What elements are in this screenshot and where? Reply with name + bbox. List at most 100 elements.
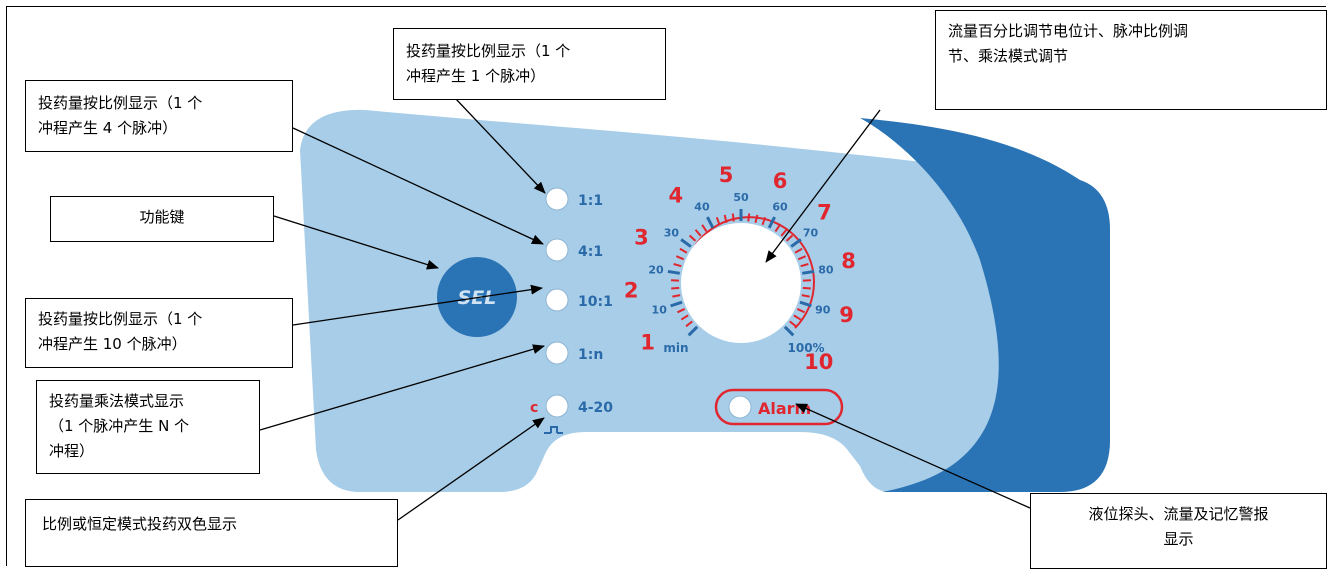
dial-minor-tick [675,255,685,261]
callout-10-1-text: 投药量按比例显示（1 个 冲程产生 10 个脉冲） [38,310,203,353]
dial-minor-tick [701,224,708,233]
led-1-1: 1:1 [545,187,603,211]
dial-ticks [667,209,815,337]
dial-inner-label: 60 [772,200,788,213]
dial-inner-label: 90 [815,304,831,317]
dial-outer-label: 4 [669,183,684,207]
led-4-20-label: 4-20 [578,400,613,416]
dial-major-tick [687,325,699,337]
dial-minor-tick [754,214,759,223]
arrow-4-20 [397,417,545,521]
arrow-sel [273,215,439,270]
dial-outer-label: 7 [817,200,832,224]
dial-minor-tick [673,263,682,268]
dial-inner-label: min [663,341,688,355]
dial-outer-label: 9 [839,303,854,327]
callout-1-1: 投药量按比例显示（1 个 冲程产生 1 个脉冲） [393,28,666,100]
panel-swoosh [860,118,1110,492]
dial-inner-label: 10 [652,304,668,317]
dial-outer-label: 10 [804,350,833,374]
led-4-1-label: 4:1 [578,244,603,260]
dial-major-tick [783,325,795,337]
dial-minor-tick [797,255,807,261]
dial-minor-tick [680,314,689,321]
dial-outer-label: 3 [634,225,649,249]
dial-outer-scale: 1 2 3 4 5 6 7 8 9 10 [624,163,856,374]
dial-outer-label: 6 [773,169,788,193]
dial-minor-tick [796,308,805,314]
arrow-1-n [259,344,545,431]
dial-major-tick [802,269,815,275]
dial-minor-tick [731,213,735,222]
dial-minor-tick [688,234,697,242]
sel-key[interactable]: SEL [437,257,517,337]
dial-minor-tick [800,263,809,268]
dial-inner-label: 70 [803,226,819,239]
callout-alarm-text: 液位探头、流量及记忆警报 显示 [1088,505,1269,548]
dial-inner-label: 50 [733,191,749,204]
arrow-4-1 [292,127,544,245]
pulse-mode-icon [544,426,563,434]
callout-sel-key: 功能键 [50,196,274,242]
callout-alarm: 液位探头、流量及记忆警报 显示 [1030,493,1327,569]
dial-minor-tick [694,229,702,237]
arrow-1-1 [454,97,546,194]
led-1-1-label: 1:1 [578,193,603,209]
callout-dial-text: 流量百分比调节电位计、脉冲比例调 节、乘法模式调节 [948,22,1189,65]
callout-1-n: 投药量乘法模式显示 （1 个脉冲产生 N 个 冲程） [36,380,260,474]
dial-minor-tick [801,294,810,298]
dial-minor-tick [793,314,802,321]
dial-major-tick [767,216,776,229]
callout-4-20-text: 比例或恒定模式投药双色显示 [42,515,238,533]
constant-mode-mark: c [530,400,538,416]
dial-major-tick [667,269,680,275]
arrow-dial [765,109,881,263]
dial-minor-tick [761,216,767,226]
dial-outer-label: 2 [624,279,639,303]
dial-minor-tick [802,286,811,290]
dial-inner-label: 100% [788,341,825,355]
callout-10-1: 投药量按比例显示（1 个 冲程产生 10 个脉冲） [25,298,293,368]
dial-minor-tick [671,286,680,290]
dial-outer-label: 1 [640,330,655,354]
callout-1-1-text: 投药量按比例显示（1 个 冲程产生 1 个脉冲） [406,42,571,85]
led-1-n-label: 1:n [578,347,603,363]
led-1-n: 1:n [545,341,603,365]
dial-minor-tick [789,320,797,328]
callout-4-20: 比例或恒定模式投药双色显示 [25,499,398,567]
dial-major-tick [790,238,802,248]
dial-inner-scale: min 10 20 30 40 50 60 70 80 90 100% [648,191,834,355]
dial-inner-label: 80 [818,264,834,277]
dial-minor-tick [774,224,781,233]
dial-minor-tick [747,213,751,222]
callout-4-1: 投药量按比例显示（1 个 冲程产生 4 个脉冲） [25,80,293,152]
callout-dial: 流量百分比调节电位计、脉冲比例调 节、乘法模式调节 [935,10,1327,110]
callout-1-n-text: 投药量乘法模式显示 （1 个脉冲产生 N 个 冲程） [49,392,190,460]
figure-frame [6,6,1326,566]
dial-minor-tick [677,308,686,314]
dial-knob[interactable] [681,223,801,343]
led-10-1-label: 10:1 [578,294,613,310]
dial-minor-tick [785,234,794,242]
dial-inner-label: 30 [664,226,680,239]
dial-major-tick [670,300,683,308]
dial-outer-label: 5 [719,163,734,187]
dial-inner-label: 20 [648,264,664,277]
dial-major-tick [680,238,692,248]
dial-major-tick [799,300,812,308]
dial-minor-tick [780,229,788,237]
dial-inner-label: 40 [694,200,710,213]
led-4-20: 4-20 c [530,394,613,434]
callout-4-1-text: 投药量按比例显示（1 个 冲程产生 4 个脉冲） [38,94,203,137]
led-4-1: 4:1 [545,238,603,262]
led-10-1: 10:1 [545,288,613,312]
dial-potentiometer[interactable]: min 10 20 30 40 50 60 70 80 90 100% 1 2 … [624,163,856,374]
arrow-alarm [795,403,1031,509]
dial-minor-tick [715,216,721,226]
arrow-10-1 [292,284,543,326]
dial-outer-label: 8 [841,249,856,273]
dial-minor-tick [679,247,688,254]
dial-minor-tick [685,320,693,328]
